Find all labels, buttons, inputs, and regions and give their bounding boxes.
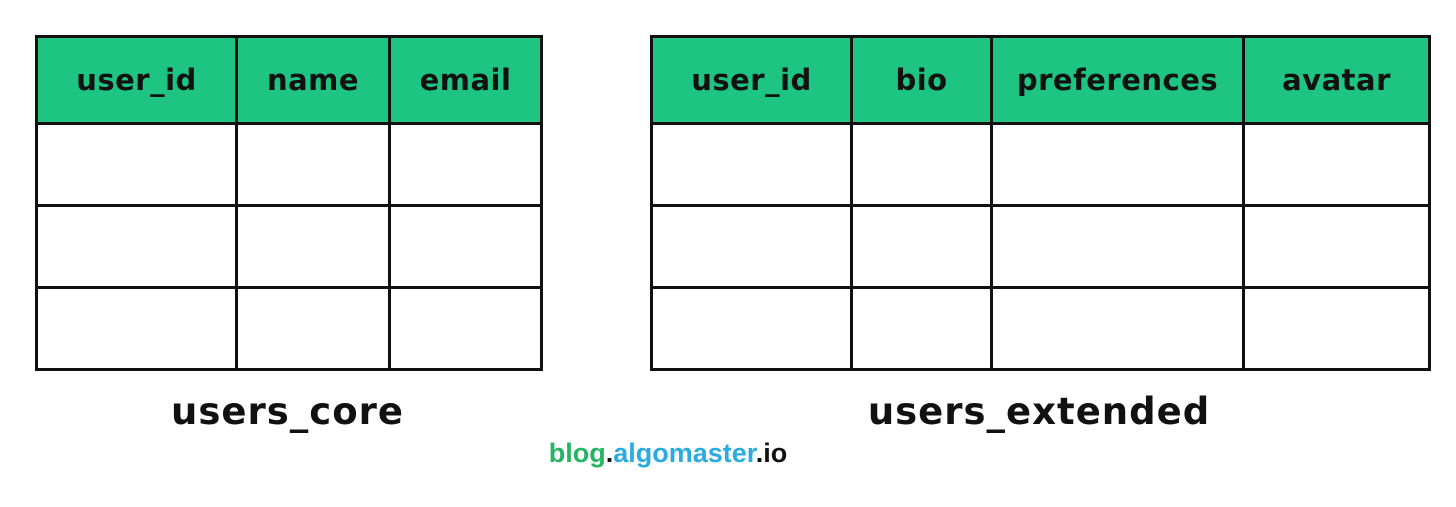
column-header-user-id: user_id xyxy=(650,35,853,125)
table-row xyxy=(35,122,543,207)
table-row xyxy=(650,286,1431,371)
table-header-row: user_id bio preferences avatar xyxy=(650,35,1431,125)
column-header-avatar: avatar xyxy=(1242,35,1431,125)
table-cell xyxy=(235,122,391,207)
table-cell xyxy=(990,286,1245,371)
table-cell xyxy=(388,122,543,207)
table-row xyxy=(35,286,543,371)
column-header-name: name xyxy=(235,35,391,125)
table-row xyxy=(650,122,1431,207)
table-cell xyxy=(388,204,543,289)
table-row xyxy=(650,204,1431,289)
table-cell xyxy=(650,122,853,207)
table-caption-users-extended: users_extended xyxy=(867,390,1211,433)
table-cell xyxy=(850,204,993,289)
table-row xyxy=(35,204,543,289)
watermark-io: io xyxy=(763,438,788,468)
table-cell xyxy=(990,204,1245,289)
watermark-dot: . xyxy=(605,438,614,468)
table-cell xyxy=(35,286,238,371)
table-cell xyxy=(650,204,853,289)
table-header-row: user_id name email xyxy=(35,35,543,125)
column-header-email: email xyxy=(388,35,543,125)
watermark-blog: blog xyxy=(548,438,606,468)
table-cell xyxy=(388,286,543,371)
column-header-user-id: user_id xyxy=(35,35,238,125)
table-cell xyxy=(1242,122,1431,207)
watermark-dot: . xyxy=(755,438,764,468)
table-cell xyxy=(650,286,853,371)
table-users-extended: user_id bio preferences avatar xyxy=(650,35,1431,371)
watermark-blog-algomaster-io: blog.algomaster.io xyxy=(549,438,788,469)
table-cell xyxy=(1242,286,1431,371)
table-cell xyxy=(1242,204,1431,289)
table-cell xyxy=(990,122,1245,207)
column-header-bio: bio xyxy=(850,35,993,125)
table-cell xyxy=(35,122,238,207)
table-caption-users-core: users_core xyxy=(171,390,404,433)
watermark-algomaster: algomaster xyxy=(613,438,756,468)
table-cell xyxy=(850,122,993,207)
table-cell xyxy=(235,204,391,289)
column-header-preferences: preferences xyxy=(990,35,1245,125)
table-cell xyxy=(235,286,391,371)
table-cell xyxy=(35,204,238,289)
table-users-core: user_id name email xyxy=(35,35,543,371)
table-cell xyxy=(850,286,993,371)
